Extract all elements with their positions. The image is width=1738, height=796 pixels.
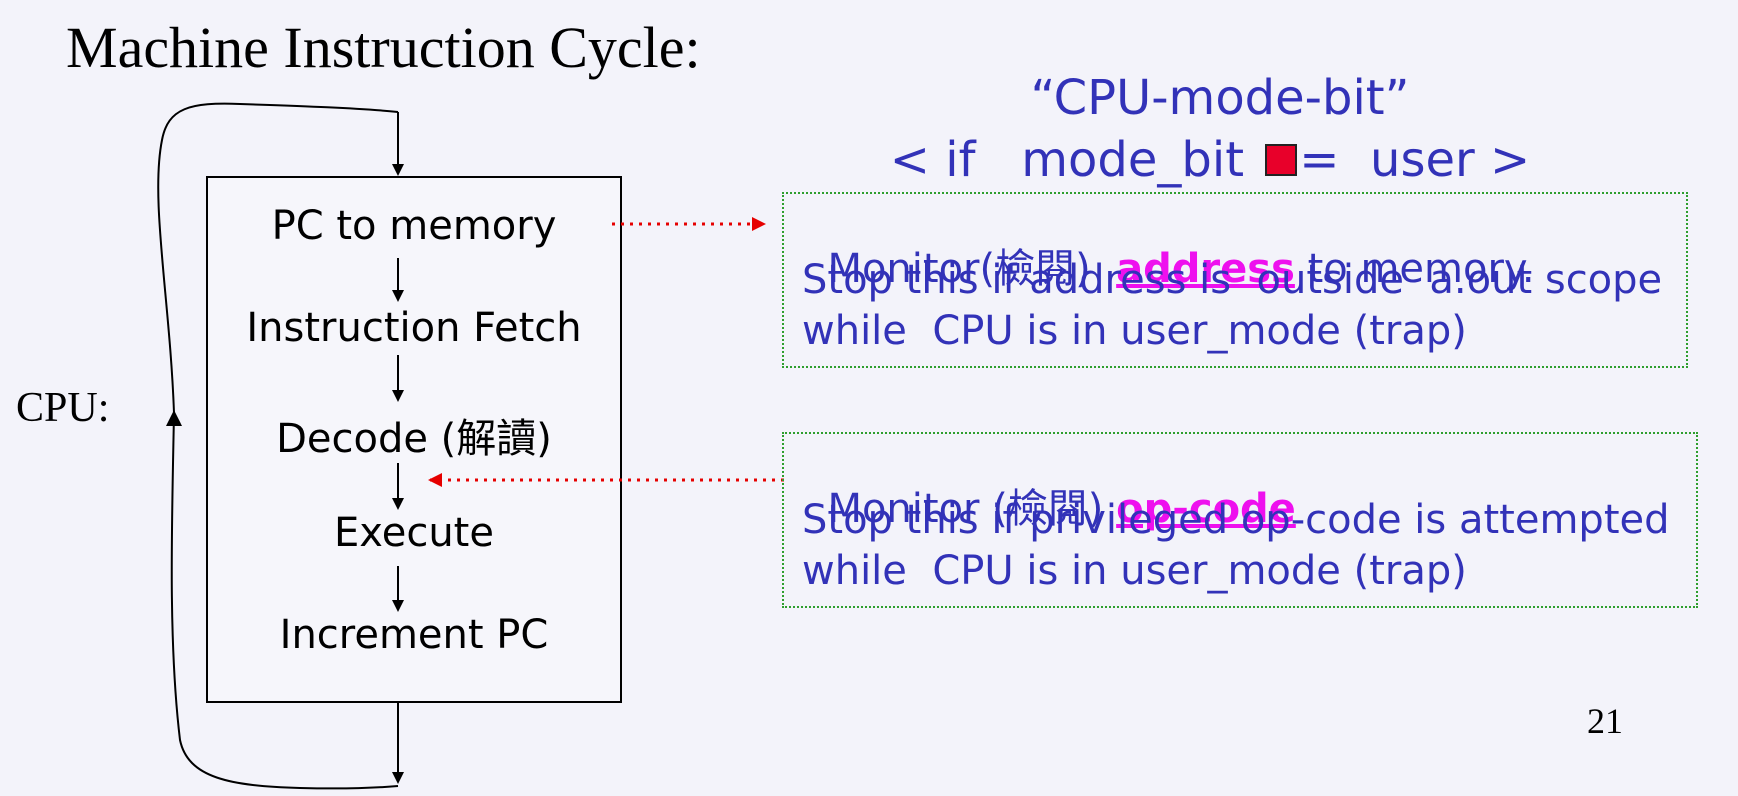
address-monitor-line3: while CPU is in user_mode (trap): [802, 308, 1467, 354]
address-highlight: address: [1116, 246, 1295, 292]
opcode-monitor-line2: Stop this if privileged op-code is attem…: [802, 497, 1670, 543]
cpu-label: CPU:: [16, 385, 110, 431]
address-monitor-suffix: to memory.: [1294, 246, 1535, 292]
opcode-monitor-line3: while CPU is in user_mode (trap): [802, 548, 1467, 594]
opcode-highlight: op-code: [1116, 486, 1296, 532]
loop-back-arrowhead: [166, 410, 182, 426]
loop-back-lower-curve: [170, 412, 399, 790]
step-increment-pc: Increment PC: [279, 612, 549, 658]
page-number: 21: [1587, 701, 1623, 741]
opcode-monitor-prefix: Monitor (檢閱): [827, 486, 1117, 532]
step-decode: Decode (解讀): [276, 416, 552, 462]
mode-bit-title: “CPU-mode-bit”: [1030, 70, 1410, 126]
loop-back-upper-curve: [157, 102, 399, 424]
address-monitor-line1: Monitor(檢閱) address to memory.: [802, 209, 1535, 292]
step-instruction-fetch: Instruction Fetch: [246, 305, 582, 351]
red-square-icon: [1265, 144, 1298, 176]
address-monitor-prefix: Monitor(檢閱): [827, 246, 1117, 292]
opcode-monitor-box: [782, 432, 1698, 608]
condition-right-text: = user >: [1299, 132, 1531, 188]
cpu-cycle-box: [206, 176, 622, 703]
mode-bit-condition: < if mode_bit = user >: [880, 132, 1540, 188]
address-monitor-box: [782, 192, 1688, 368]
condition-left-text: < if mode_bit: [889, 132, 1260, 188]
slide-title: Machine Instruction Cycle:: [66, 15, 701, 80]
step-execute: Execute: [334, 510, 494, 556]
address-monitor-line2: Stop this if address is outside a.out sc…: [802, 257, 1663, 303]
opcode-monitor-line1: Monitor (檢閱) op-code: [802, 449, 1296, 532]
step-pc-to-memory: PC to memory: [271, 203, 557, 249]
